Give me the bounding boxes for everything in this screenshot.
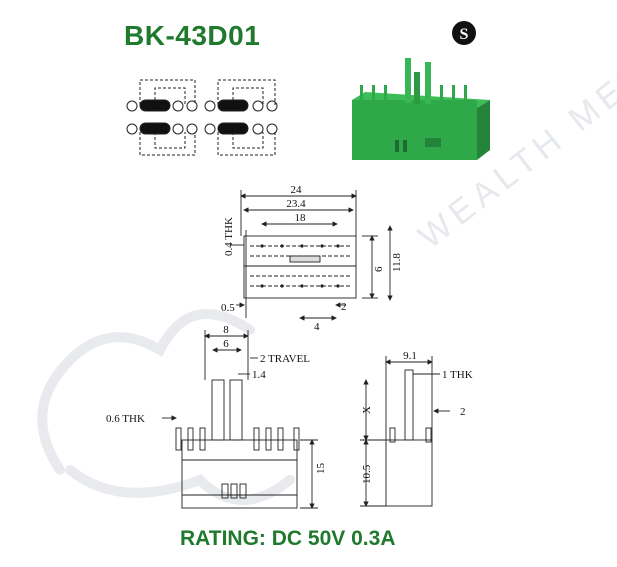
rating-label: RATING: DC 50V 0.3A xyxy=(180,527,396,550)
dim-side-x: X xyxy=(361,406,373,414)
logo-letter: S xyxy=(460,26,469,43)
dim-front-1-4: 1.4 xyxy=(252,369,266,381)
schematic-left xyxy=(126,79,198,156)
dim-front-thk: 0.6 THK xyxy=(106,413,145,425)
front-view xyxy=(162,330,318,509)
side-view xyxy=(360,356,450,507)
model-title: BK-43D01 xyxy=(124,20,261,51)
watermark: WEALTH METAL xyxy=(37,22,617,505)
dim-travel: 2 TRAVEL xyxy=(260,353,310,365)
contact-schematic xyxy=(126,79,278,156)
dim-side-9-1: 9.1 xyxy=(403,350,417,362)
dim-overall-width: 24 xyxy=(291,184,303,196)
watermark-logo-shape xyxy=(37,309,295,505)
product-image xyxy=(352,58,490,160)
dim-left-offset: 0.5 xyxy=(221,302,235,314)
dim-side-thk: 1 THK xyxy=(442,369,473,381)
brand-logo-icon: S xyxy=(452,21,476,45)
dim-inner-width: 18 xyxy=(295,212,307,224)
dim-front-8: 8 xyxy=(223,324,229,336)
dim-side-2: 2 xyxy=(460,406,466,418)
dim-body-width: 23.4 xyxy=(286,198,306,210)
dim-front-6: 6 xyxy=(223,338,229,350)
dim-top-thk: 0.4 THK xyxy=(223,217,235,256)
dim-front-15: 15 xyxy=(315,463,327,475)
dim-right-offset: 2 xyxy=(341,301,347,313)
dim-pitch: 4 xyxy=(314,321,320,333)
dim-height-outer: 11.8 xyxy=(391,253,403,272)
dim-height-inner: 6 xyxy=(373,266,385,272)
dim-side-10-5: 10.5 xyxy=(361,464,373,484)
top-view xyxy=(230,190,393,321)
schematic-right xyxy=(204,79,278,156)
